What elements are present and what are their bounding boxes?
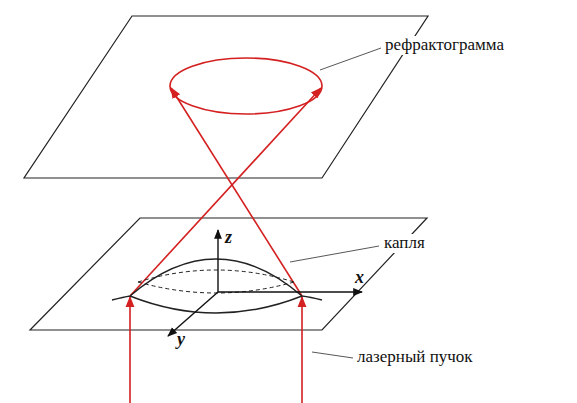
substrate-plane <box>30 218 427 330</box>
ray <box>130 88 321 296</box>
leader-line <box>312 352 353 358</box>
laser-ray <box>129 297 131 403</box>
leader-line <box>320 48 381 70</box>
refractogram-ring <box>170 58 322 114</box>
axis-label: x <box>354 268 365 288</box>
axis-label: z <box>224 228 233 248</box>
leader-line <box>290 246 379 262</box>
part-label: капля <box>383 234 426 253</box>
z-axis <box>217 230 218 292</box>
ray <box>171 88 302 296</box>
screen-plane <box>24 16 428 178</box>
drop-outline <box>112 259 322 300</box>
y-axis <box>168 292 218 336</box>
x-axis <box>218 291 362 292</box>
part-label: рефрактограмма <box>384 36 505 55</box>
laser-ray <box>301 297 303 403</box>
drop-section <box>138 270 294 282</box>
part-label: лазерный пучок <box>356 348 474 367</box>
axis-label: y <box>176 330 186 350</box>
drop-base <box>130 296 302 313</box>
